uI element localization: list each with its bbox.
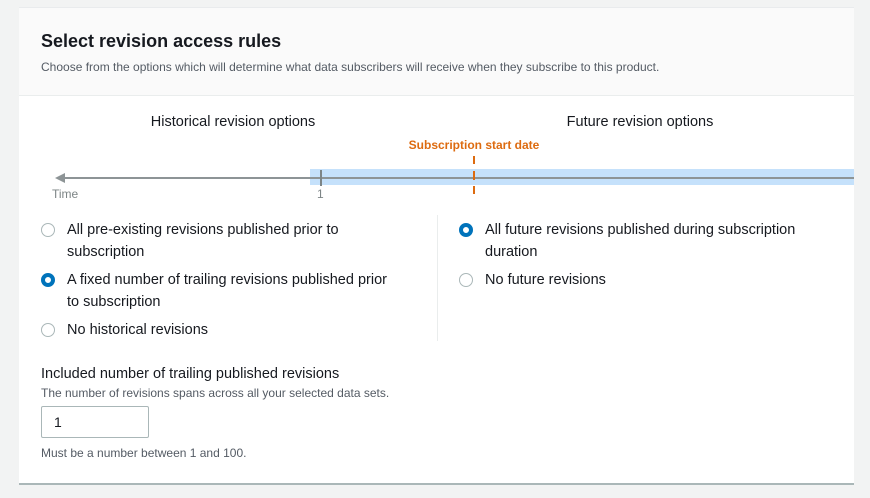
card-header: Select revision access rules Choose from… [19,8,854,96]
subscription-start-label: Subscription start date [408,138,540,152]
radio-no-historical[interactable]: No historical revisions [41,319,391,341]
trailing-revisions-description: The number of revisions spans across all… [41,386,390,400]
trailing-revisions-input[interactable] [41,406,149,438]
radio-unchecked-icon[interactable] [459,273,473,287]
radio-label: A fixed number of trailing revisions pub… [67,272,387,310]
radio-checked-icon[interactable] [459,223,473,237]
future-heading: Future revision options [566,114,714,130]
column-divider [437,215,438,341]
historical-heading: Historical revision options [150,114,316,130]
timeline-axis [61,177,854,179]
start-marker-dash-middle [473,171,475,180]
radio-all-future[interactable]: All future revisions published during su… [459,219,829,263]
arrow-left-icon [55,173,65,183]
start-marker-dash-bottom [473,186,475,194]
historical-radio-group: All pre-existing revisions published pri… [41,219,391,347]
radio-all-pre-existing[interactable]: All pre-existing revisions published pri… [41,219,391,263]
radio-label: No future revisions [485,272,606,288]
start-marker-dash-top [473,156,475,164]
future-radio-group: All future revisions published during su… [459,219,829,297]
trailing-revisions-label: Included number of trailing published re… [41,366,340,382]
section-title: Select revision access rules [41,31,282,51]
time-axis-label: Time [52,187,79,201]
trailing-revisions-constraint: Must be a number between 1 and 100. [41,446,247,460]
radio-no-future[interactable]: No future revisions [459,269,829,291]
tick-label: 1 [317,187,324,201]
revision-access-rules-card: Select revision access rules Choose from… [19,7,854,484]
radio-checked-icon[interactable] [41,273,55,287]
section-description: Choose from the options which will deter… [41,60,660,74]
radio-fixed-trailing[interactable]: A fixed number of trailing revisions pub… [41,269,391,313]
radio-unchecked-icon[interactable] [41,323,55,337]
radio-label: All pre-existing revisions published pri… [67,222,339,260]
radio-unchecked-icon[interactable] [41,223,55,237]
radio-label: No historical revisions [67,322,209,338]
revision-tick-marker [320,170,322,186]
radio-label: All future revisions published during su… [485,222,796,260]
